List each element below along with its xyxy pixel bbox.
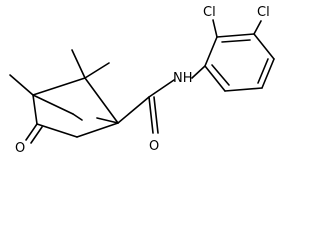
atom-o-amide: O	[149, 139, 159, 154]
bond-amide-co-a	[148, 96, 154, 134]
chemical-structure-diagram: O O NH Cl Cl	[9, 5, 275, 156]
bond-carbonyl-n	[148, 79, 175, 98]
atom-cl-right: Cl	[257, 5, 270, 20]
bond-cl-top	[212, 19, 218, 38]
bond-c4-methyl	[9, 74, 34, 96]
bond-ring-6-1	[204, 65, 226, 92]
bond-ketone-b	[30, 126, 43, 144]
bond-ring-2-3	[216, 33, 255, 38]
bond-ring-inner-b	[257, 58, 269, 84]
bond-c4-c3	[32, 94, 38, 125]
bond-c4-c5	[32, 94, 74, 115]
bond-ring-inner-c	[211, 64, 230, 86]
bond-ring-5-6	[224, 87, 263, 92]
bond-ring-1-2	[204, 36, 218, 67]
bond-c7-c1	[84, 77, 119, 124]
bond-ring-3-4	[253, 33, 275, 60]
bond-c1-carbonyl	[117, 96, 150, 124]
bond-ketone-a	[25, 123, 38, 141]
bonds	[9, 19, 275, 144]
bond-c6-c1	[96, 117, 119, 124]
atom-cl-top: Cl	[203, 5, 216, 20]
bond-c7-methyl-b	[84, 62, 110, 79]
bond-c4-c7	[32, 77, 86, 96]
atom-nh: NH	[173, 71, 193, 86]
bond-c7-methyl-a	[71, 49, 86, 79]
bond-cl-right	[253, 20, 262, 35]
bond-ring-4-5	[261, 58, 275, 89]
bond-ring-inner-a	[221, 39, 251, 43]
bond-amide-co-b	[153, 96, 159, 134]
bond-c3-c2	[36, 123, 78, 138]
bond-c5-c6	[72, 113, 83, 121]
bond-c2-c1	[76, 122, 119, 138]
bond-n-ring	[191, 65, 206, 79]
atom-o-ketone: O	[15, 141, 25, 156]
atom-labels: O O NH Cl Cl	[15, 5, 270, 156]
